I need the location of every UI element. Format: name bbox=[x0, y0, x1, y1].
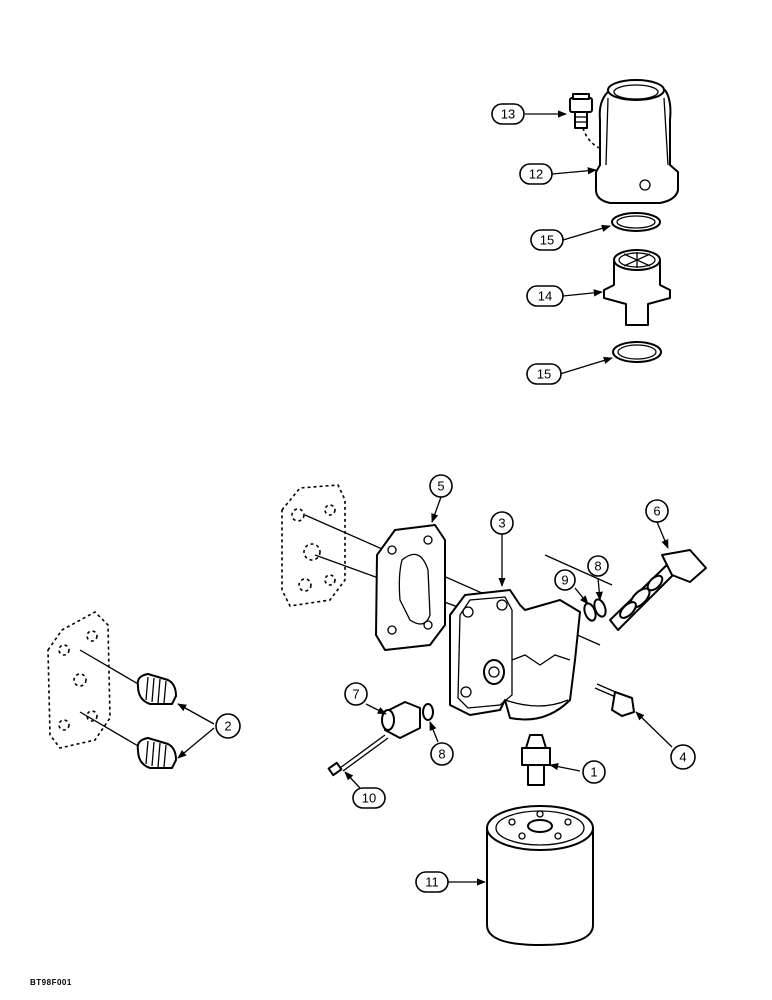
callout-12-label: 12 bbox=[529, 167, 543, 182]
callout-10: 10 bbox=[352, 787, 386, 809]
callout-4-label: 4 bbox=[679, 750, 686, 765]
callout-8-lower: 8 bbox=[430, 742, 454, 766]
callout-11-label: 11 bbox=[425, 875, 439, 890]
callout-13-label: 13 bbox=[501, 107, 515, 122]
gasket-5 bbox=[375, 524, 446, 651]
thermostat-14 bbox=[603, 249, 671, 326]
callout-15-lower: 15 bbox=[526, 363, 562, 385]
callout-7-label: 7 bbox=[352, 687, 359, 702]
callout-4: 4 bbox=[670, 744, 696, 770]
engine-block-outline-lower bbox=[47, 611, 111, 749]
callout-13: 13 bbox=[491, 103, 525, 125]
callout-1-label: 1 bbox=[590, 765, 597, 780]
fitting-1 bbox=[521, 734, 551, 786]
callout-2-label: 2 bbox=[224, 719, 231, 734]
plug-axis-upper bbox=[79, 649, 146, 689]
callout-8-lower-label: 8 bbox=[438, 747, 445, 762]
callout-15-lower-label: 15 bbox=[537, 367, 551, 382]
plug-2-upper bbox=[136, 673, 177, 705]
callout-6-label: 6 bbox=[653, 504, 660, 519]
callout-3-label: 3 bbox=[498, 516, 505, 531]
callout-9-label: 9 bbox=[561, 573, 568, 588]
relief-valve-6 bbox=[609, 549, 707, 631]
callout-15-upper: 15 bbox=[530, 229, 564, 251]
bolt-4 bbox=[594, 683, 635, 717]
sender-7 bbox=[381, 701, 421, 739]
figure-code: BT98F001 bbox=[30, 978, 72, 987]
callout-3: 3 bbox=[490, 511, 514, 535]
oil-filter-11 bbox=[486, 805, 594, 946]
plug-2-lower bbox=[136, 737, 177, 769]
callout-8-upper-label: 8 bbox=[594, 559, 601, 574]
callout-15-upper-label: 15 bbox=[540, 233, 554, 248]
thermostat-housing-12 bbox=[595, 79, 679, 204]
o-ring-8-lower bbox=[422, 703, 434, 721]
callout-14-label: 14 bbox=[538, 289, 552, 304]
callout-12: 12 bbox=[519, 163, 553, 185]
callout-6: 6 bbox=[645, 499, 669, 523]
callout-10-label: 10 bbox=[362, 791, 376, 806]
bolt-13 bbox=[569, 93, 593, 129]
callout-7: 7 bbox=[344, 682, 368, 706]
plug-axis-lower bbox=[79, 711, 146, 751]
callout-2: 2 bbox=[215, 713, 241, 739]
callout-1: 1 bbox=[582, 760, 606, 784]
o-ring-15-lower bbox=[612, 341, 662, 363]
callout-11: 11 bbox=[415, 871, 449, 893]
callout-5: 5 bbox=[429, 474, 453, 498]
engine-block-outline-upper bbox=[281, 484, 346, 607]
callout-8-upper: 8 bbox=[587, 555, 609, 577]
center-line-3 bbox=[544, 554, 613, 586]
o-ring-15-upper bbox=[611, 212, 661, 232]
screw-10 bbox=[327, 734, 389, 777]
callout-14: 14 bbox=[526, 285, 564, 307]
callout-5-label: 5 bbox=[437, 479, 444, 494]
filter-head-3 bbox=[449, 589, 581, 721]
callout-9: 9 bbox=[554, 569, 576, 591]
